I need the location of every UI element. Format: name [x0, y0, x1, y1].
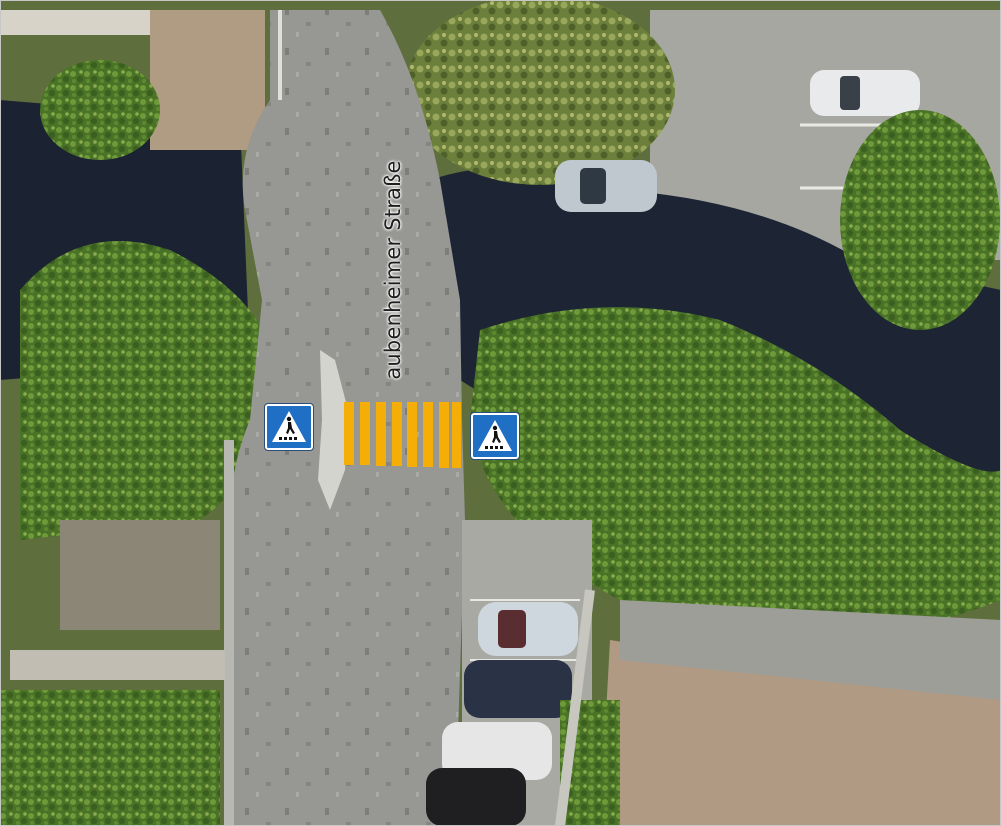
- pedestrian-crossing-sign-icon: [478, 420, 512, 451]
- crosswalk-stripes: [344, 402, 461, 468]
- street-name-label: aubenheimer Straße: [381, 160, 405, 380]
- pedestrian-crossing-sign-icon: [272, 411, 306, 442]
- pedestrian-crossing-sign-icon[interactable]: [470, 412, 520, 460]
- pedestrian-crossing-sign-icon[interactable]: [264, 403, 314, 451]
